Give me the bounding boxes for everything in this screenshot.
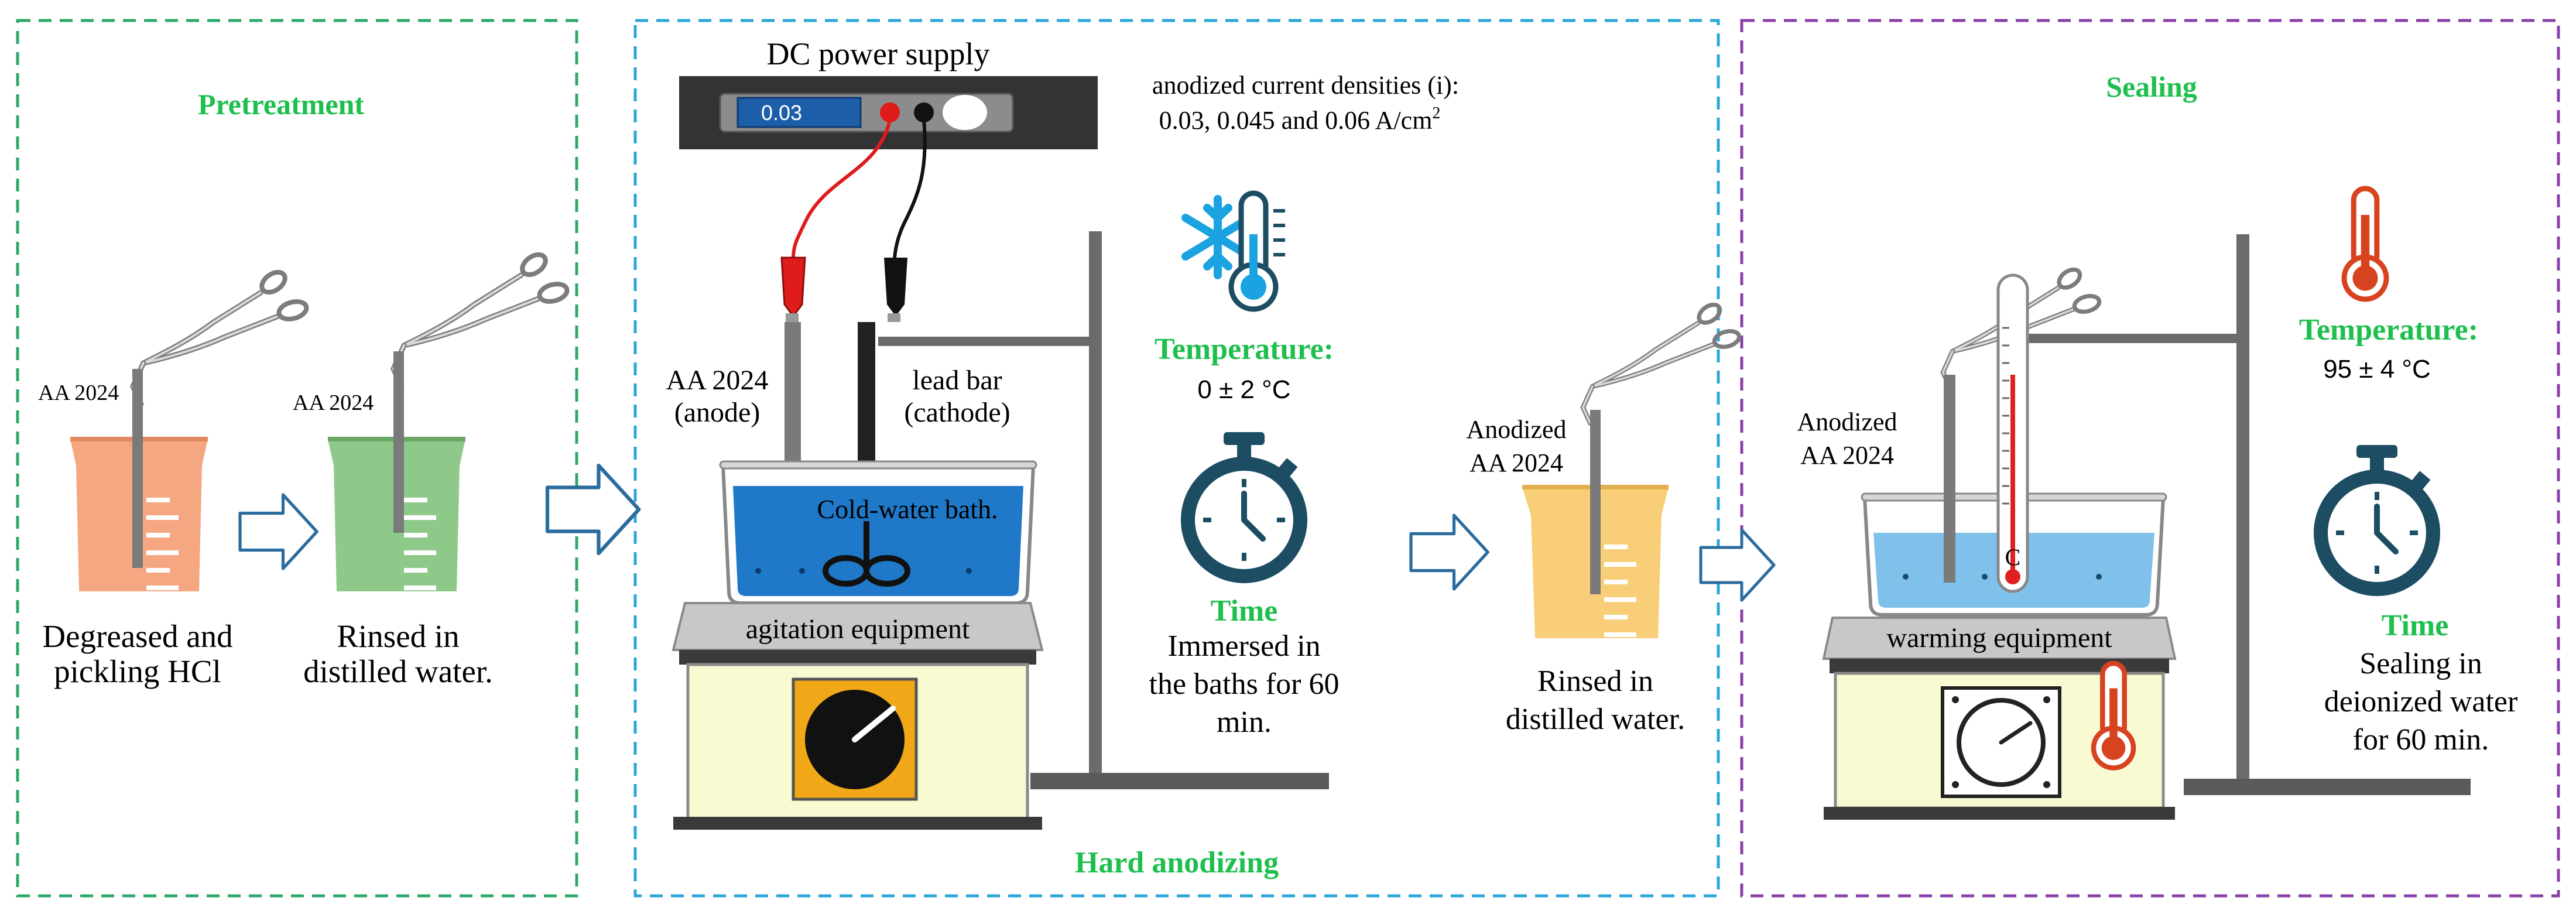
- retort-stand: [2029, 234, 2471, 795]
- cathode-line2: (cathode): [904, 397, 1010, 428]
- display-value: 0.03: [761, 101, 802, 125]
- anodizing-time-line1: Immersed in: [1167, 629, 1320, 663]
- thermometer-unit: C: [2005, 544, 2021, 570]
- sealing-temperature-value: 95 ± 4 °C: [2323, 355, 2431, 384]
- stopwatch-icon: [2314, 445, 2440, 596]
- sealing-time-line2: deionized water: [2324, 685, 2518, 718]
- anodizing-temperature-title: Temperature:: [1155, 333, 1334, 366]
- arrow-right-icon: [240, 495, 317, 569]
- pretreatment-frame: [16, 19, 578, 898]
- agitation-equipment-label: agitation equipment: [746, 614, 970, 645]
- pretreatment-title: Pretreatment: [198, 88, 364, 121]
- anode-line2: (anode): [674, 397, 761, 428]
- tongs-icon: [393, 251, 569, 386]
- anodizing-time-line3: min.: [1217, 706, 1272, 739]
- sealing-frame: [1740, 19, 2560, 898]
- black-cable: [893, 119, 927, 258]
- sample-bar: [393, 351, 404, 533]
- rinse-sample-line1: Anodized: [1466, 415, 1566, 444]
- gauge-icon: [1941, 686, 2061, 798]
- power-supply-title: DC power supply: [767, 36, 990, 71]
- cold-thermometer-icon: [1181, 190, 1285, 312]
- bath-label: Cold-water bath.: [817, 494, 998, 524]
- hot-thermometer-icon: [2344, 189, 2386, 299]
- retort-stand: [878, 231, 1329, 789]
- sealing-sample-line1: Anodized: [1797, 408, 1897, 436]
- warming-equipment: [1822, 617, 2177, 820]
- step1-line1: Degreased and: [42, 618, 232, 654]
- arrow-right-icon: [1701, 530, 1774, 600]
- red-clip: [780, 256, 806, 322]
- magnetic-stirrer-icon: [823, 521, 910, 587]
- step2-line1: Rinsed in: [337, 618, 459, 654]
- sealing-time-line3: for 60 min.: [2353, 723, 2489, 756]
- anodizing-title: Hard anodizing: [1075, 846, 1279, 879]
- sample-label-2: AA 2024: [293, 391, 374, 415]
- anodizing-time-line2: the baths for 60: [1149, 667, 1340, 701]
- sealing-time-title: Time: [2382, 609, 2449, 642]
- anodizing-time-title: Time: [1211, 594, 1278, 628]
- anodizing-temperature-value: 0 ± 2 °C: [1197, 375, 1290, 404]
- anodizing-frame: [633, 19, 1720, 898]
- rinse-line2: distilled water.: [1506, 703, 1685, 736]
- power-supply: [679, 76, 1098, 149]
- glass-thermometer: [1996, 273, 2029, 593]
- step1-line2: pickling HCl: [54, 653, 221, 689]
- sample-bar: [1944, 375, 1955, 583]
- step2-line2: distilled water.: [303, 653, 493, 689]
- tongs-icon: [133, 268, 309, 404]
- sealing-temperature-title: Temperature:: [2299, 313, 2478, 347]
- warming-equipment-label: warming equipment: [1886, 622, 2112, 653]
- cathode-line1: lead bar: [912, 365, 1002, 396]
- cold-water-bath: [719, 460, 1037, 605]
- black-clip: [884, 258, 907, 322]
- sealing-sample-line2: AA 2024: [1800, 441, 1894, 470]
- rinse-sample-line2: AA 2024: [1469, 449, 1563, 477]
- sample-bar: [1590, 410, 1601, 594]
- arrow-right-icon: [1411, 515, 1488, 589]
- rinse-line1: Rinsed in: [1537, 665, 1653, 698]
- densities-line2: 0.03, 0.045 and 0.06 A/cm2: [1159, 104, 1441, 135]
- sealing-time-line1: Sealing in: [2359, 647, 2482, 680]
- arrow-right-icon: [547, 465, 639, 553]
- red-cable: [792, 119, 892, 258]
- agitation-equipment: [672, 602, 1044, 830]
- densities-line1: anodized current densities (i):: [1152, 71, 1459, 100]
- anode-line1: AA 2024: [666, 365, 769, 396]
- stopwatch-icon: [1181, 432, 1307, 583]
- sample-bar: [132, 369, 143, 568]
- sealing-title: Sealing: [2106, 70, 2197, 103]
- sample-label-1: AA 2024: [38, 381, 119, 405]
